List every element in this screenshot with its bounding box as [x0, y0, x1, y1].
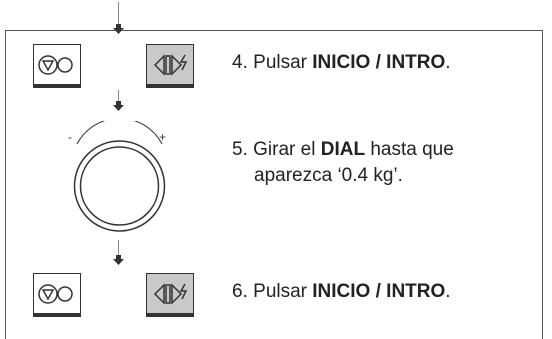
start-enter-button[interactable]	[146, 44, 194, 88]
stop-clear-button[interactable]	[33, 44, 81, 88]
start-enter-icon	[153, 54, 188, 76]
flow-connector	[118, 240, 119, 255]
rotary-dial-icon[interactable]: - +	[62, 121, 177, 236]
stop-clear-button[interactable]	[33, 273, 81, 317]
flow-connector	[118, 90, 119, 102]
step-6-text: 6. Pulsar INICIO / INTRO.	[232, 281, 451, 302]
svg-text:+: +	[159, 130, 166, 144]
stop-clear-icon	[38, 284, 73, 304]
stop-clear-icon	[38, 55, 73, 75]
start-enter-icon	[153, 283, 188, 305]
arrow-down-icon	[113, 255, 124, 265]
instruction-frame	[5, 30, 543, 339]
step-4-text: 4. Pulsar INICIO / INTRO.	[232, 52, 451, 73]
arrow-down-icon	[113, 24, 124, 34]
svg-text:-: -	[68, 130, 72, 144]
arrow-down-icon	[113, 101, 124, 111]
flow-connector	[118, 2, 119, 24]
step-5-text: 5. Girar el DIAL hasta que aparezca ‘0.4…	[232, 139, 454, 186]
start-enter-button[interactable]	[146, 273, 194, 317]
